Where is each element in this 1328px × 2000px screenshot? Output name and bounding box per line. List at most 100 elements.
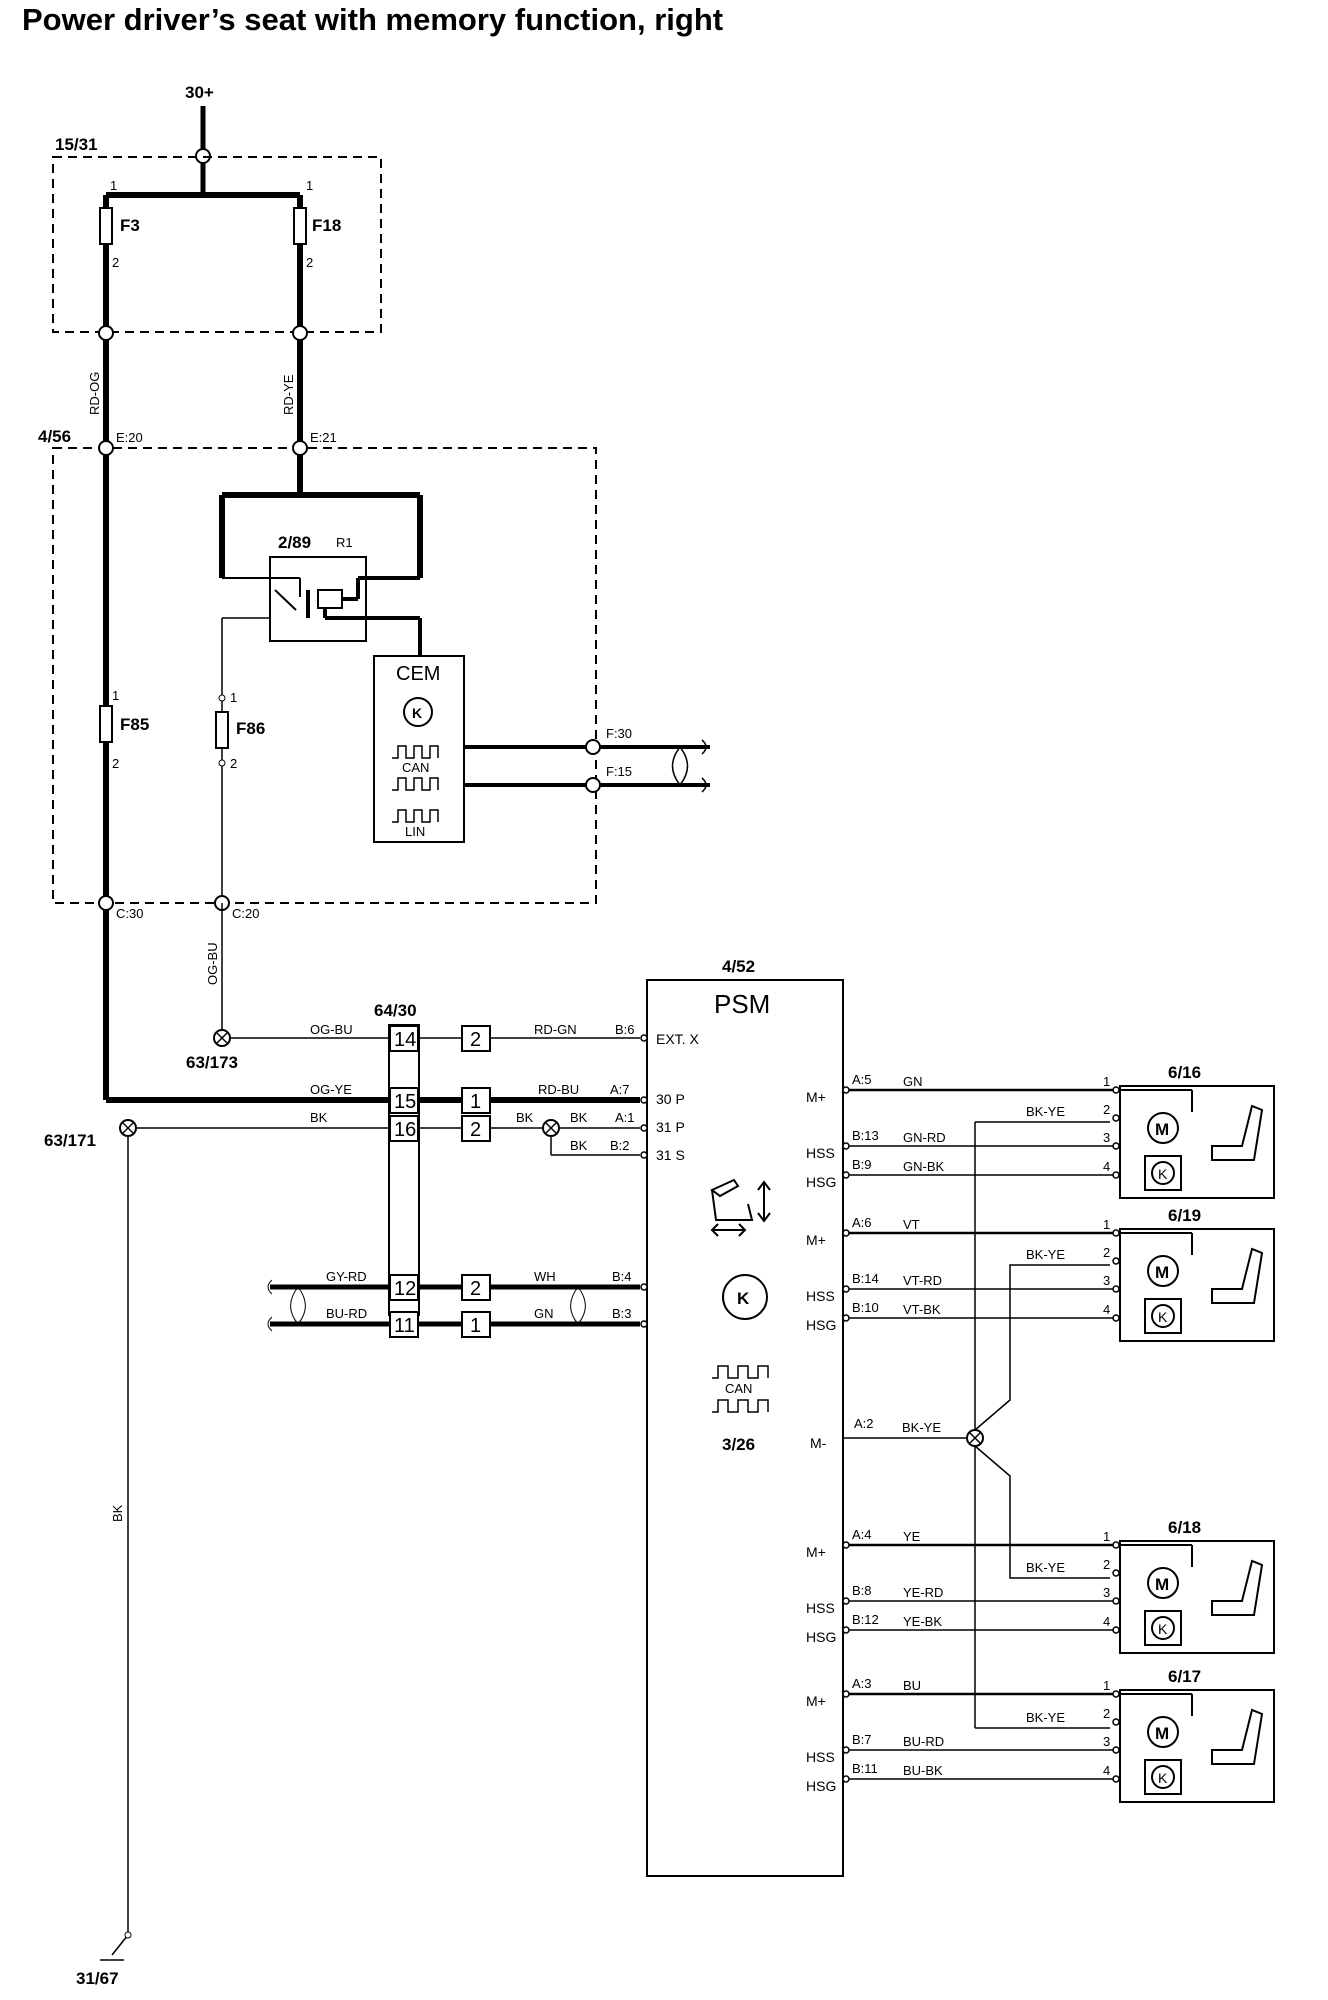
connector-e21: E:21: [310, 430, 337, 445]
cem-module: CEM K CAN LIN: [373, 655, 465, 843]
psm-pin: [842, 1171, 850, 1179]
svg-text:1: 1: [230, 690, 237, 705]
svg-text:63/171: 63/171: [44, 1131, 96, 1150]
signal-wire-label: GN-BK: [903, 1159, 945, 1174]
svg-text:B:4: B:4: [612, 1269, 632, 1284]
svg-text:F85: F85: [120, 715, 149, 734]
signal-pin: B:12: [852, 1612, 879, 1627]
psm-module: 4/52 PSM B:6 EXT. X A:7 30 P A:1 31 P B:…: [610, 957, 874, 1877]
signal-wire-label: GN: [903, 1074, 923, 1089]
wire-label-bk-4: BK: [570, 1138, 588, 1153]
motor-pin: [1112, 1142, 1120, 1150]
svg-text:31/67: 31/67: [76, 1969, 119, 1988]
signal-name: M+: [806, 1232, 826, 1248]
motor-pin: [1112, 1597, 1120, 1605]
wire-label-og-bu-vertical: OG-BU: [205, 942, 220, 985]
signal-name: HSG: [806, 1174, 836, 1190]
sensor-icon: [1151, 1304, 1175, 1328]
connector-f15: F:15: [606, 764, 632, 779]
motor-pin: [1112, 1086, 1120, 1094]
seat-icon: [1211, 1559, 1264, 1616]
ground-wire-label: BK-YE: [1026, 1560, 1065, 1575]
svg-text:F18: F18: [312, 216, 341, 235]
svg-text:2: 2: [470, 1119, 481, 1141]
svg-text:12: 12: [394, 1278, 416, 1300]
motor-pin-number: 3: [1103, 1734, 1110, 1749]
wire-label-bk: BK: [310, 1110, 328, 1125]
signal-pin: B:7: [852, 1732, 872, 1747]
signal-name: HSG: [806, 1778, 836, 1794]
motor-box: [1119, 1540, 1275, 1654]
svg-text:2: 2: [230, 756, 237, 771]
svg-text:R1: R1: [336, 535, 353, 550]
motor-pin-number: 4: [1103, 1302, 1110, 1317]
signal-wire-label: YE-RD: [903, 1585, 943, 1600]
svg-text:1: 1: [470, 1091, 481, 1113]
motor-pin-number: 2: [1103, 1557, 1110, 1572]
signal-pin: B:10: [852, 1300, 879, 1315]
motor-pin-number: 1: [1103, 1678, 1110, 1693]
motor-icon: [1147, 1112, 1179, 1144]
seat-icon: [1211, 1104, 1264, 1161]
svg-text:F86: F86: [236, 719, 265, 738]
node: [292, 325, 308, 341]
motor-pin-number: 4: [1103, 1763, 1110, 1778]
motor-label: 6/18: [1168, 1518, 1201, 1537]
svg-text:K: K: [737, 1289, 750, 1308]
node: [585, 739, 601, 755]
sensor-icon: [1151, 1616, 1175, 1640]
fusebox-label: 15/31: [55, 135, 98, 154]
signal-name: M+: [806, 1544, 826, 1560]
supply-label: 30+: [185, 83, 214, 102]
svg-text:K: K: [412, 705, 422, 721]
motor-icon: [1147, 1255, 1179, 1287]
fuse-f18: F18 1 2: [293, 178, 341, 270]
motor-icon-letter: M: [1155, 1724, 1169, 1743]
signal-pin: B:11: [852, 1761, 878, 1776]
connector-e20: E:20: [116, 430, 143, 445]
motor-label: 6/16: [1168, 1063, 1201, 1082]
psm-pin: [842, 1597, 850, 1605]
svg-text:2: 2: [112, 756, 119, 771]
sensor-icon: [1151, 1161, 1175, 1185]
motor-pin: [1112, 1690, 1120, 1698]
wire-label-bk-2: BK: [516, 1110, 534, 1125]
signal-name: HSG: [806, 1317, 836, 1333]
can-signal-icon: [392, 777, 439, 791]
wire-label-rd-ye: RD-YE: [281, 374, 296, 415]
psm-pin: [842, 1229, 850, 1237]
svg-text:15: 15: [394, 1091, 416, 1113]
svg-text:4/52: 4/52: [722, 957, 755, 976]
motor-pin-number: 4: [1103, 1614, 1110, 1629]
motor-label: 6/17: [1168, 1667, 1201, 1686]
motor-pin: [1112, 1775, 1120, 1783]
page-title: Power driver’s seat with memory function…: [22, 2, 723, 37]
signal-pin: A:4: [852, 1527, 872, 1542]
fusebox-outline: [52, 156, 382, 333]
wire-label-og-ye: OG-YE: [310, 1082, 352, 1097]
svg-text:PSM: PSM: [714, 989, 770, 1019]
psm-pin: [842, 1314, 850, 1322]
svg-text:31 S: 31 S: [656, 1147, 685, 1163]
psm-pin: [842, 1142, 850, 1150]
svg-text:1: 1: [306, 178, 313, 193]
wire-label-rd-bu: RD-BU: [538, 1082, 579, 1097]
sensor-icon-letter: K: [1158, 1166, 1168, 1182]
svg-text:63/173: 63/173: [186, 1053, 238, 1072]
connector-pins: 14 15 16 12 11 2 1 2 2 1: [389, 1025, 491, 1338]
seat-adjust-icon: [710, 1178, 771, 1237]
svg-text:2: 2: [112, 255, 119, 270]
psm-pin: [842, 1690, 850, 1698]
signal-name: M+: [806, 1693, 826, 1709]
signal-name: HSS: [806, 1600, 835, 1616]
sensor-icon-letter: K: [1158, 1770, 1168, 1786]
motor-pin-number: 3: [1103, 1273, 1110, 1288]
svg-text:1: 1: [112, 688, 119, 703]
motor-box: [1119, 1228, 1275, 1342]
connector-block-label: 64/30: [374, 1001, 417, 1020]
signal-name: HSS: [806, 1288, 835, 1304]
harness-wires: [130, 1037, 640, 1332]
motor-pin: [1112, 1171, 1120, 1179]
relay-r1: 2/89 R1: [222, 533, 422, 656]
